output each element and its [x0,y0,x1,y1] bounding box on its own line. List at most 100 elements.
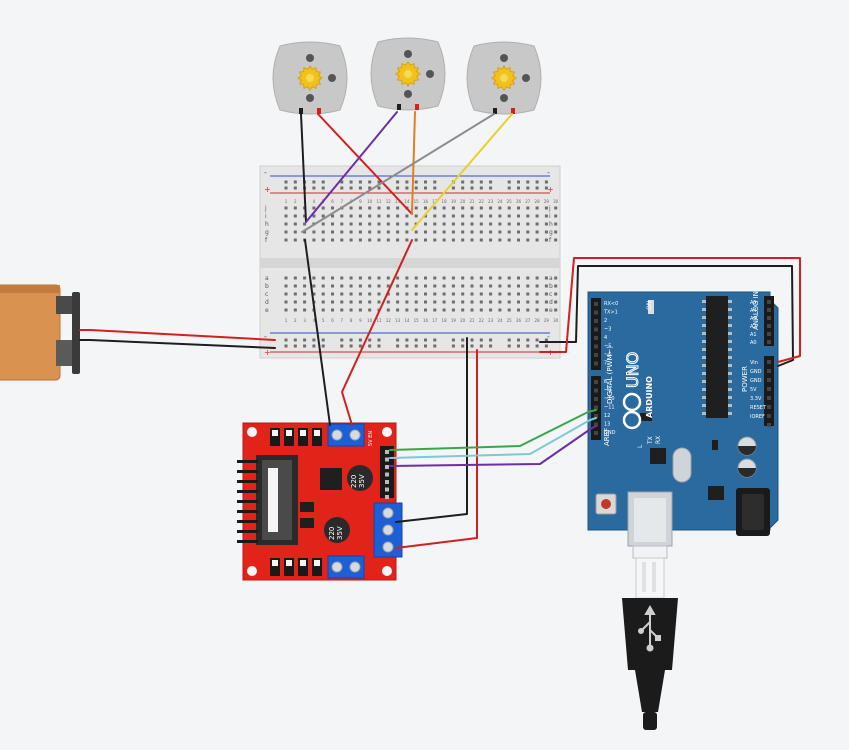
header-pin[interactable] [767,340,771,344]
breadboard-hole [386,276,390,280]
header-pin[interactable] [767,300,771,304]
breadboard-hole [424,222,427,226]
breadboard-hole [470,292,474,296]
header-pin[interactable] [767,387,771,391]
rail-hole [358,186,362,190]
header-pin[interactable] [767,405,771,409]
header-pin[interactable] [767,378,771,382]
input-pin[interactable] [385,450,389,454]
header-pin[interactable] [767,332,771,336]
power-pin-label: 5V [750,387,757,393]
header-pin[interactable] [594,310,598,315]
breadboard-hole [331,300,334,304]
5v-en-label: 5V EN [368,431,374,446]
header-pin[interactable] [594,344,598,349]
rail-hole [377,180,381,184]
input-pin[interactable] [385,487,389,492]
header-pin[interactable] [594,414,598,418]
header-pin[interactable] [594,380,598,384]
motor-screw [500,94,508,102]
breadboard-hole [433,238,437,242]
input-pin[interactable] [385,480,389,484]
header-pin[interactable] [767,360,771,364]
breadboard-hole [544,308,548,312]
column-number: 9 [359,318,362,323]
breadboard-hole [507,206,511,210]
rail-hole [451,186,455,190]
input-pin[interactable] [385,465,389,469]
header-pin[interactable] [767,423,771,427]
breadboard-hole [535,206,539,210]
breadboard-hole [433,300,437,304]
header-pin[interactable] [767,316,771,320]
usb-plug-metal [632,545,668,559]
breadboard-hole [470,308,474,312]
motor-lead-red [511,108,515,114]
rail-hole [517,186,520,190]
header-pin[interactable] [594,361,598,366]
header-pin[interactable] [594,336,598,340]
breadboard-hole [340,222,344,226]
breadboard-hole [544,222,548,226]
power-pin-label: Vin [750,360,758,366]
breadboard-hole [284,230,288,234]
header-pin[interactable] [594,397,598,401]
header-pin[interactable] [767,369,771,373]
breadboard-hole [331,292,334,296]
heatsink-fin [237,510,258,513]
rail-hole [312,186,316,190]
digital-pin-label: ~9 [604,388,611,394]
rail-hole [544,180,548,184]
breadboard-hole [451,238,455,242]
breadboard-hole [414,308,418,312]
digital-pin-label: 8 [604,379,607,385]
header-pin[interactable] [767,308,771,312]
input-pin[interactable] [385,495,389,499]
input-pin[interactable] [385,472,389,477]
reset-button-cap[interactable] [601,499,611,509]
header-pin[interactable] [594,327,598,332]
header-pin[interactable] [767,396,771,400]
breadboard-hole [331,222,334,226]
breadboard-hole [349,230,353,234]
breadboard-hole [544,230,548,234]
breadboard-hole [377,206,381,210]
breadboard-hole [414,238,418,242]
input-pin[interactable] [385,457,389,462]
header-pin[interactable] [594,405,598,410]
breadboard-hole [535,276,539,280]
cap-bottom [324,517,350,543]
header-pin[interactable] [594,353,598,357]
breadboard-hole [554,308,558,312]
header-pin[interactable] [767,324,771,328]
rail-hole [284,338,288,342]
rail-hole [489,344,493,348]
rail-hole [479,186,483,190]
breadboard-hole [321,214,325,218]
breadboard-hole [507,230,511,234]
analog-pin-label: A2 [750,324,757,330]
regulator-chip [320,468,342,490]
header-pin[interactable] [594,431,598,435]
dc-motor-2 [370,37,446,111]
breadboard-hole [451,206,455,210]
breadboard-hole [544,292,548,296]
breadboard-hole [433,284,437,288]
capacitor-1-band [738,446,756,455]
header-pin[interactable] [594,302,598,306]
breadboard-hole [433,308,437,312]
header-pin[interactable] [594,319,598,323]
breadboard-hole [498,222,502,226]
breadboard-hole [470,284,474,288]
header-pin[interactable] [594,422,598,427]
rail-hole [470,344,474,348]
breadboard-hole [489,238,493,242]
breadboard-hole [526,238,530,242]
header-pin[interactable] [594,388,598,393]
breadboard-hole [424,230,427,234]
breadboard-hole [321,276,325,280]
header-pin[interactable] [767,414,771,418]
breadboard-hole [526,222,530,226]
row-letter: h [265,221,269,228]
terminal-power-screw-3 [382,541,394,553]
